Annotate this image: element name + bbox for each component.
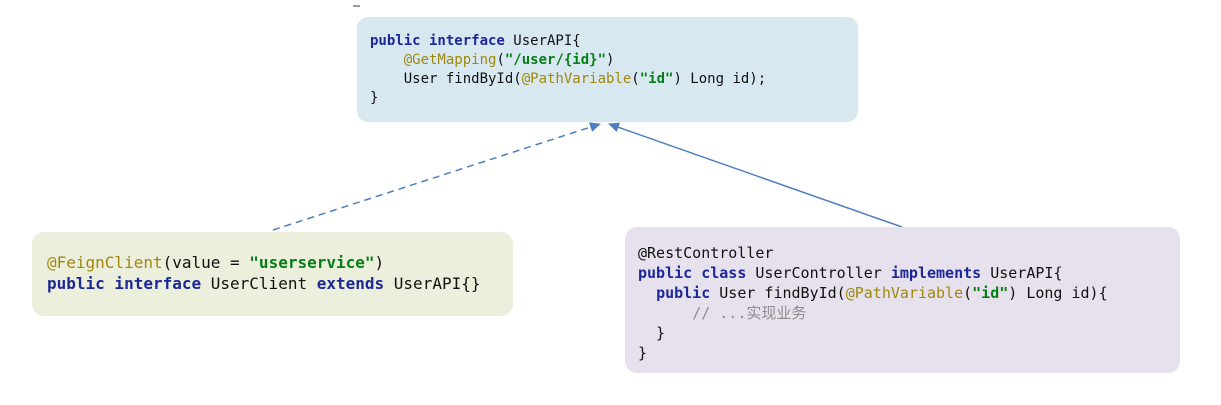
code-line: public User findById(@PathVariable("id")… [638, 283, 1180, 303]
code-token: @PathVariable [521, 71, 632, 87]
code-token [638, 304, 692, 322]
code-token: "/user/{id}" [504, 52, 607, 68]
code-line: // ...实现业务 [638, 303, 1180, 323]
code-token: @GetMapping [403, 52, 497, 68]
code-token: User findById( [370, 71, 522, 87]
feign-client-box: @FeignClient(value = "userservice")publi… [32, 232, 513, 316]
code-token: public class [638, 264, 747, 282]
code-token: public [656, 284, 711, 302]
code-line: @GetMapping("/user/{id}") [370, 51, 858, 70]
code-token: @FeignClient [47, 253, 163, 272]
code-token: ( [963, 284, 973, 302]
userapi-interface-box: public interface UserAPI{ @GetMapping("/… [357, 17, 858, 122]
code-token: ) [606, 52, 615, 68]
code-line: public interface UserClient extends User… [47, 273, 513, 294]
code-token [638, 284, 656, 302]
code-line: public class UserController implements U… [638, 263, 1180, 283]
code-token: "id" [972, 284, 1009, 302]
code-token: ( [631, 71, 640, 87]
code-token: } [638, 344, 648, 362]
code-token: UserAPI{ [504, 33, 581, 49]
code-token: // ...实现业务 [692, 304, 807, 322]
code-token: (value = [162, 253, 250, 272]
code-line: public interface UserAPI{ [370, 32, 858, 51]
code-token: } [638, 324, 666, 342]
implements-relation-arrow [608, 122, 903, 228]
code-token: } [370, 90, 379, 106]
code-token: public interface [47, 274, 202, 293]
code-token [370, 52, 404, 68]
code-line: User findById(@PathVariable("id") Long i… [370, 70, 858, 89]
code-token: UserController [746, 264, 891, 282]
code-token: @RestController [638, 244, 774, 262]
code-line: @RestController [638, 243, 1180, 263]
code-token: ( [496, 52, 505, 68]
code-token: "id" [639, 71, 674, 87]
code-token: @PathVariable [845, 284, 964, 302]
code-token: public interface [370, 33, 505, 49]
code-token: extends [316, 274, 385, 293]
code-line: } [638, 343, 1180, 363]
code-token: ) [374, 253, 385, 272]
code-token: UserClient [201, 274, 317, 293]
extends-relation-arrow [272, 122, 601, 231]
code-token: ) Long id){ [1008, 284, 1108, 302]
code-line: } [370, 89, 858, 108]
stray-dash [353, 5, 360, 7]
code-token: User findById( [710, 284, 846, 302]
code-token: UserAPI{ [981, 264, 1063, 282]
code-token: implements [890, 264, 982, 282]
code-token: "userservice" [249, 253, 375, 272]
code-line: } [638, 323, 1180, 343]
code-token: UserAPI{} [384, 274, 481, 293]
code-token: ) Long id); [673, 71, 767, 87]
code-line: @FeignClient(value = "userservice") [47, 252, 513, 273]
